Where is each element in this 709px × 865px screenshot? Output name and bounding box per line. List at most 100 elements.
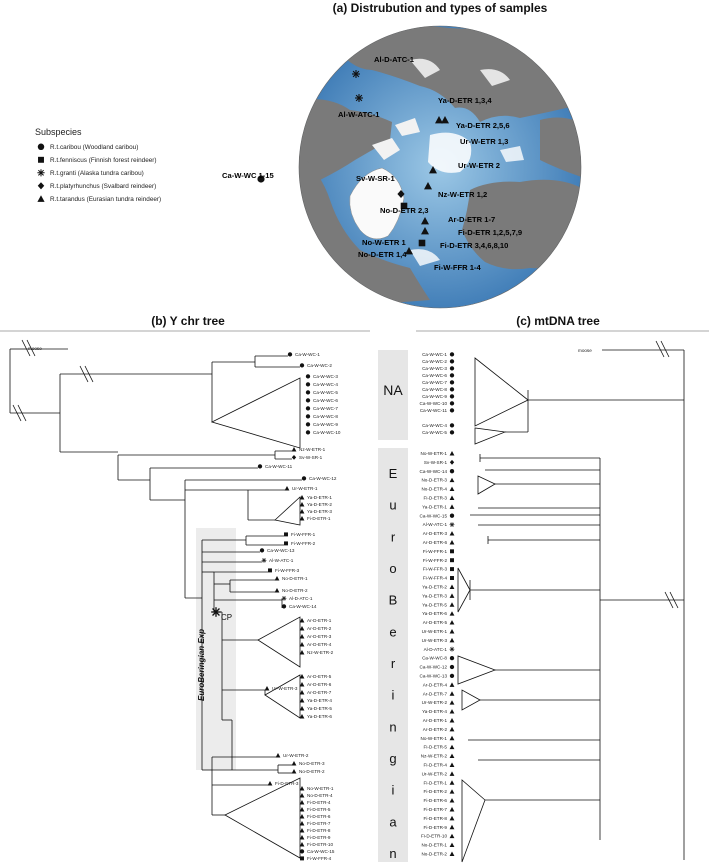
leaf-star-icon (261, 557, 267, 564)
y-tree-leaf-label: Al-W-ATC-1 (269, 558, 294, 563)
map-label: Al-D-ATC-1 (374, 55, 415, 64)
leaf-circle-icon (257, 464, 263, 469)
y-chr-tree: mooseCa-W-WC-1Ca-W-WC-2Ca-W-WC-3Ca-W-WC-… (9, 339, 341, 861)
y-tree-leaf-label: Fi-D-ETR-3 (275, 781, 299, 786)
collapsed-clade-triangle (257, 616, 301, 668)
mt-tree-leaf-label: Al-W-ATC-1 (423, 522, 448, 527)
collapsed-clade-triangle (210, 377, 301, 449)
mt-tree-leaf-label: Ar-D-ETR-5 (423, 620, 448, 625)
leaf-circle-icon (449, 366, 455, 371)
map-label: Ar-D-ETR 1-7 (448, 215, 495, 224)
y-tree-leaf-label: No-D-ETR-3 (299, 761, 325, 766)
leaf-circle-icon (305, 430, 311, 435)
legend-circle-icon (37, 143, 45, 151)
leaf-square-icon (450, 576, 454, 580)
y-tree-leaf-label: Ca-W-WC-11 (265, 464, 293, 469)
mt-tree-leaf-label: Ca-W-WC-5 (422, 430, 447, 435)
leaf-circle-icon (305, 374, 311, 379)
leaf-triangle-icon (449, 851, 455, 856)
y-tree-leaf-label: Ca-W-WC-9 (313, 422, 338, 427)
leaf-circle-icon (449, 664, 455, 670)
y-tree-leaf-label: Ur-W-ETR-3 (272, 686, 298, 691)
y-tree-leaf-label: Ca-W-WC-3 (313, 374, 338, 379)
euroberingian-letter: u (389, 498, 396, 513)
mt-tree-leaf-label: No-D-ETR-4 (421, 487, 447, 492)
mt-tree-leaf-label: Ar-D-ETR-6 (423, 540, 448, 545)
leaf-triangle-icon (449, 602, 455, 607)
map-label: Nz-W-ETR 1,2 (438, 190, 487, 199)
leaf-triangle-icon (449, 593, 455, 598)
leaf-triangle-icon (449, 504, 455, 509)
euroberingian-letter: E (389, 466, 398, 481)
y-tree-leaf-label: Ar-D-ETR-5 (307, 674, 332, 679)
legend: Subspecies R.t.caribou (Woodland caribou… (35, 127, 161, 203)
y-tree-leaf-label: Al-D-ATC-1 (289, 596, 313, 601)
leaf-triangle-icon (449, 762, 455, 767)
mt-tree-leaf-label: Fi-D-ETR-6 (424, 798, 448, 803)
leaf-triangle-icon (291, 761, 297, 766)
mt-tree-leaf-label: Fi-D-ETR-7 (424, 807, 448, 812)
leaf-triangle-icon (449, 495, 455, 500)
mt-tree-leaf-label: Ya-D-ETR-3 (422, 593, 447, 598)
mt-tree-leaf-label: Sv-W-SR-1 (424, 460, 448, 465)
leaf-triangle-icon (449, 709, 455, 714)
y-tree-leaf-label: Ya-D-ETR-6 (307, 714, 332, 719)
mt-tree-leaf-label: Ca-W-WC-4 (422, 423, 447, 428)
y-tree-leaf-label: Ca-W-WC-6 (313, 398, 338, 403)
collapsed-clade-triangle (474, 427, 507, 445)
euroberingian-letter: n (389, 719, 396, 734)
mt-tree-leaf-label: Ya-D-ETR-2 (422, 585, 447, 590)
leaf-triangle-icon (274, 588, 280, 593)
y-tree-leaf-label: Ar-D-ETR-1 (307, 618, 332, 623)
leaf-circle-icon (449, 373, 455, 378)
mt-tree-leaf-label: Al-D-ATC-1 (424, 647, 448, 652)
mt-tree-leaf-label: Fi-D-ETR-8 (424, 816, 448, 821)
legend-item-label: R.t.tarandus (Eurasian tundra reindeer) (50, 196, 161, 203)
mt-tree-leaf-label: Fi-W-FFR-2 (423, 558, 448, 563)
axis-break-mark (655, 340, 670, 358)
map-marker-square (418, 239, 426, 247)
y-tree-outgroup-label: moose (28, 346, 42, 351)
y-tree-leaf-label: Ca-W-WC-1 (295, 352, 320, 357)
y-tree-leaf-label: Fi-D-ETR-6 (307, 814, 331, 819)
leaf-circle-icon (449, 408, 455, 413)
map-label: Fi-D-ETR 3,4,6,8,10 (440, 241, 508, 250)
leaf-triangle-icon (449, 789, 455, 794)
mt-tree-leaf-label: Ca-W-WC-6 (422, 373, 447, 378)
leaf-triangle-icon (449, 451, 455, 456)
map-labels: Al-D-ATC-1Al-W-ATC-1Ya-D-ETR 1,3,4Ya-D-E… (222, 55, 522, 272)
legend-item-label: R.t.caribou (Woodland caribou) (50, 144, 138, 151)
legend-diamond-icon (37, 182, 45, 190)
y-tree-leaf-label: No-D-ETR-1 (282, 576, 308, 581)
leaf-triangle-icon (449, 807, 455, 812)
y-tree-leaf-label: Fi-D-ETR-10 (307, 842, 333, 847)
leaf-circle-icon (299, 849, 305, 854)
collapsed-clade-triangle (477, 475, 496, 495)
leaf-circle-icon (305, 406, 311, 411)
leaf-triangle-icon (449, 744, 455, 750)
y-tree-leaf-label: No-D-ETR-4 (307, 793, 333, 798)
y-tree-leaf-label: Ya-D-ETR-2 (307, 502, 332, 507)
leaf-triangle-icon (449, 815, 455, 821)
mt-tree-leaf-label: Ya-D-ETR-5 (422, 602, 447, 607)
leaf-square-icon (450, 558, 454, 563)
axis-break-mark (21, 339, 36, 357)
leaf-triangle-icon (449, 691, 455, 696)
leaf-triangle-icon (449, 629, 455, 634)
legend-item-label: R.t.platyrhunchus (Svalbard reindeer) (50, 183, 156, 190)
collapsed-clade-triangle (224, 777, 301, 859)
leaf-star-icon (449, 521, 455, 528)
panel-a-title: (a) Distrubution and types of samples (333, 1, 548, 15)
y-tree-leaf-label: Fi-W-FFR-1 (291, 532, 316, 537)
euroberingian-letter: r (391, 656, 396, 671)
map-label: Ur-W-ETR 1,3 (460, 137, 508, 146)
leaf-triangle-icon (449, 798, 455, 803)
leaf-triangle-icon (449, 531, 455, 536)
y-tree-leaf-label: Ca-W-WC-13 (267, 548, 295, 553)
y-tree-leaf-label: Fi-D-ETR-7 (307, 821, 331, 826)
na-band-label: NA (383, 382, 403, 398)
euroberingian-band-letters: EuroBeringian (389, 466, 398, 861)
y-tree-leaf-label: Ar-D-ETR-2 (307, 626, 332, 631)
mt-tree-leaf-label: Ca-W-WC-15 (420, 513, 448, 518)
mt-tree-leaf-label: Ar-D-ETR-3 (423, 531, 448, 536)
